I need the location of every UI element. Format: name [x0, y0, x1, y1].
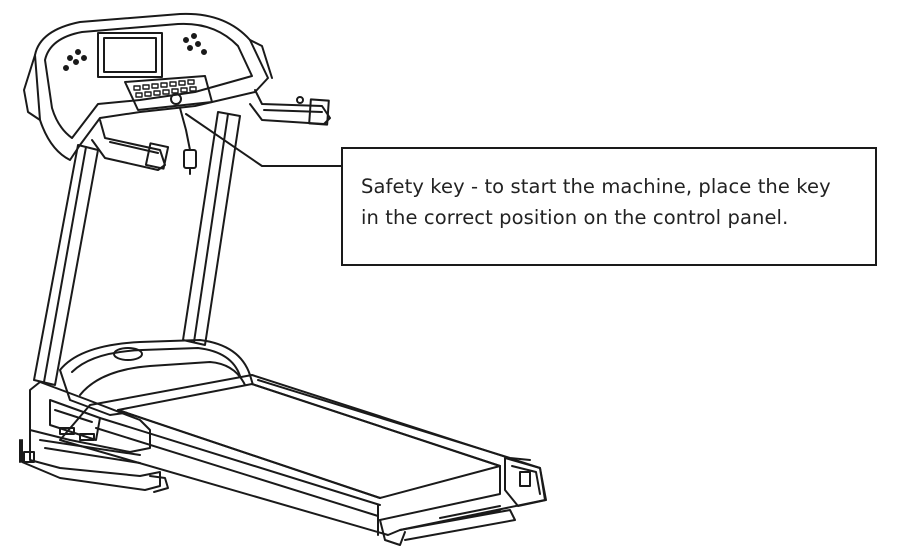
- upright-posts: [33, 111, 241, 386]
- control-keypad: [124, 75, 213, 111]
- safety-key-slot: [170, 93, 182, 105]
- base-frame: [19, 381, 169, 493]
- callout-leader-line: [185, 113, 342, 167]
- console-display: [103, 37, 157, 73]
- callout-text: Safety key - to start the machine, place…: [361, 171, 857, 233]
- side-cover: [49, 399, 101, 441]
- running-deck: [59, 374, 547, 546]
- speaker-grill-left: [63, 49, 87, 71]
- callout-line-1: Safety key - to start the machine, place…: [361, 175, 831, 198]
- callout-line-2: in the correct position on the control p…: [361, 206, 789, 229]
- safety-key: [179, 107, 197, 175]
- safety-key-callout-box: Safety key - to start the machine, place…: [341, 147, 877, 266]
- console: [23, 12, 273, 161]
- speaker-grill-right: [183, 33, 207, 55]
- handlebars: [91, 89, 331, 171]
